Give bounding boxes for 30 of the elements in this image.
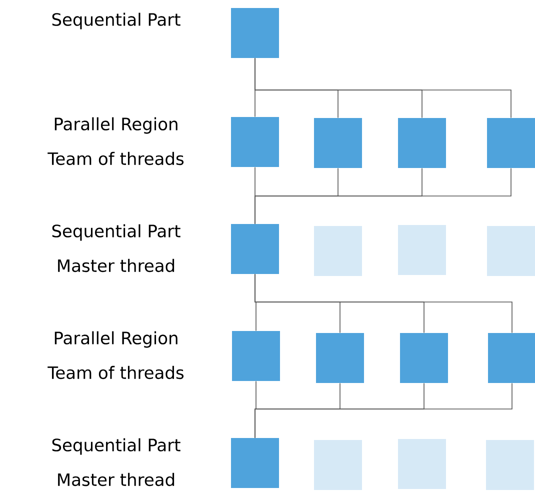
connector-line [254, 274, 512, 334]
connector-line [254, 168, 512, 224]
thread-box [398, 439, 446, 489]
thread-box [488, 333, 535, 383]
row-label: Sequential Part [52, 12, 180, 30]
thread-box [398, 225, 446, 275]
row-label: Parallel Region [54, 331, 178, 348]
thread-box [231, 438, 279, 488]
connector-line [254, 382, 512, 438]
row-label: Sequential Part [52, 224, 180, 241]
row-label: Sequential Part [52, 438, 180, 455]
thread-box [231, 224, 279, 274]
connector-line [254, 58, 512, 118]
thread-box [314, 118, 362, 168]
thread-box [400, 333, 448, 383]
row-label: Parallel Region [54, 117, 178, 134]
thread-box [398, 118, 446, 168]
thread-box [231, 117, 279, 167]
thread-box [487, 118, 535, 168]
row-label: Master thread [58, 258, 174, 272]
thread-box [314, 226, 362, 276]
thread-box [232, 331, 280, 381]
row-label: Master thread [58, 472, 174, 486]
row-label: Team of threads [48, 152, 184, 166]
thread-box [487, 226, 535, 276]
thread-box [316, 333, 364, 383]
thread-box [486, 440, 534, 490]
row-label: Team of threads [48, 366, 184, 380]
thread-box [231, 8, 279, 58]
thread-box [314, 440, 362, 490]
